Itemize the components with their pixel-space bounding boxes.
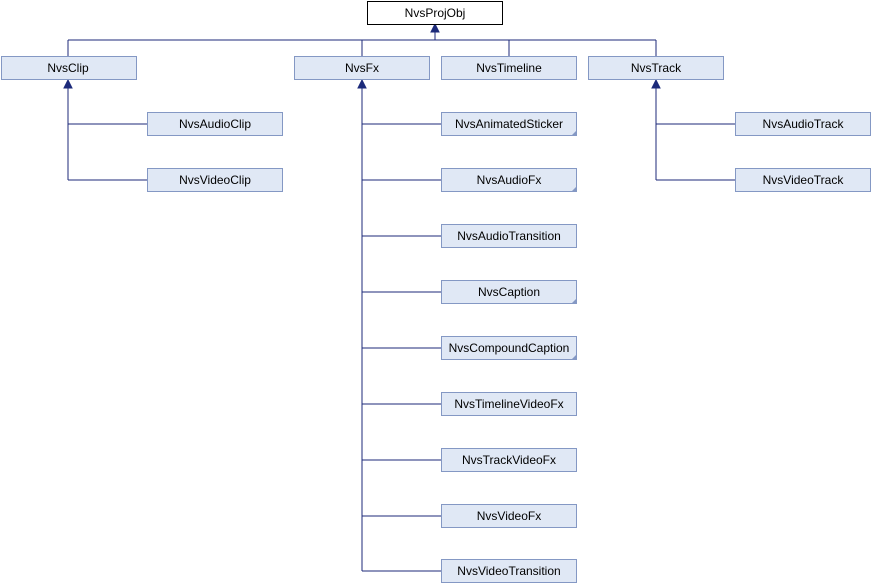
- node-nvsprojobj[interactable]: NvsProjObj: [367, 1, 503, 25]
- node-nvsvideofx[interactable]: NvsVideoFx: [441, 504, 577, 528]
- arrow-fx: [357, 78, 367, 89]
- node-nvscaption[interactable]: NvsCaption: [441, 280, 578, 305]
- node-label: NvsVideoClip: [179, 173, 251, 187]
- node-nvsaudiotrack[interactable]: NvsAudioTrack: [735, 112, 871, 136]
- fold-corner-icon: [571, 298, 577, 304]
- node-nvsfx[interactable]: NvsFx: [294, 56, 430, 80]
- node-label: NvsAnimatedSticker: [455, 117, 563, 131]
- node-label: NvsVideoFx: [477, 509, 541, 523]
- node-label: NvsFx: [345, 61, 379, 75]
- node-nvsvideotransition[interactable]: NvsVideoTransition: [441, 559, 577, 583]
- node-label: NvsClip: [47, 61, 89, 75]
- node-nvstrackvideofx[interactable]: NvsTrackVideoFx: [441, 448, 577, 472]
- arrow-root: [430, 22, 440, 33]
- node-nvsvideoclip[interactable]: NvsVideoClip: [147, 168, 283, 192]
- node-label: NvsVideoTrack: [763, 173, 845, 187]
- node-nvsvideotrack[interactable]: NvsVideoTrack: [735, 168, 871, 192]
- node-label: NvsTrack: [631, 61, 682, 75]
- fold-corner-icon: [571, 354, 577, 360]
- node-label: NvsAudioTrack: [763, 117, 845, 131]
- node-nvsclip[interactable]: NvsClip: [1, 56, 137, 80]
- node-nvscompoundcaption[interactable]: NvsCompoundCaption: [441, 336, 578, 361]
- node-label: NvsTimeline: [476, 61, 542, 75]
- node-label: NvsVideoTransition: [457, 564, 560, 578]
- fold-corner-icon: [571, 130, 577, 136]
- node-label: NvsProjObj: [405, 6, 466, 20]
- node-nvstimelinevideofx[interactable]: NvsTimelineVideoFx: [441, 392, 577, 416]
- node-nvsaudioclip[interactable]: NvsAudioClip: [147, 112, 283, 136]
- fold-corner-icon: [571, 186, 577, 192]
- node-label: NvsAudioFx: [477, 173, 542, 187]
- node-label: NvsCaption: [478, 285, 540, 299]
- node-label: NvsAudioClip: [179, 117, 251, 131]
- node-nvsanimatedsticker[interactable]: NvsAnimatedSticker: [441, 112, 578, 137]
- node-nvsaudiofx[interactable]: NvsAudioFx: [441, 168, 578, 193]
- node-nvstimeline[interactable]: NvsTimeline: [441, 56, 577, 80]
- node-label: NvsTimelineVideoFx: [454, 397, 563, 411]
- node-label: NvsCompoundCaption: [449, 341, 570, 355]
- arrow-track: [651, 78, 661, 89]
- node-nvstrack[interactable]: NvsTrack: [588, 56, 724, 80]
- node-label: NvsAudioTransition: [457, 229, 561, 243]
- node-label: NvsTrackVideoFx: [462, 453, 556, 467]
- inheritance-edges: [63, 22, 735, 572]
- node-nvsaudiotransition[interactable]: NvsAudioTransition: [441, 224, 577, 248]
- arrow-clip: [63, 78, 73, 89]
